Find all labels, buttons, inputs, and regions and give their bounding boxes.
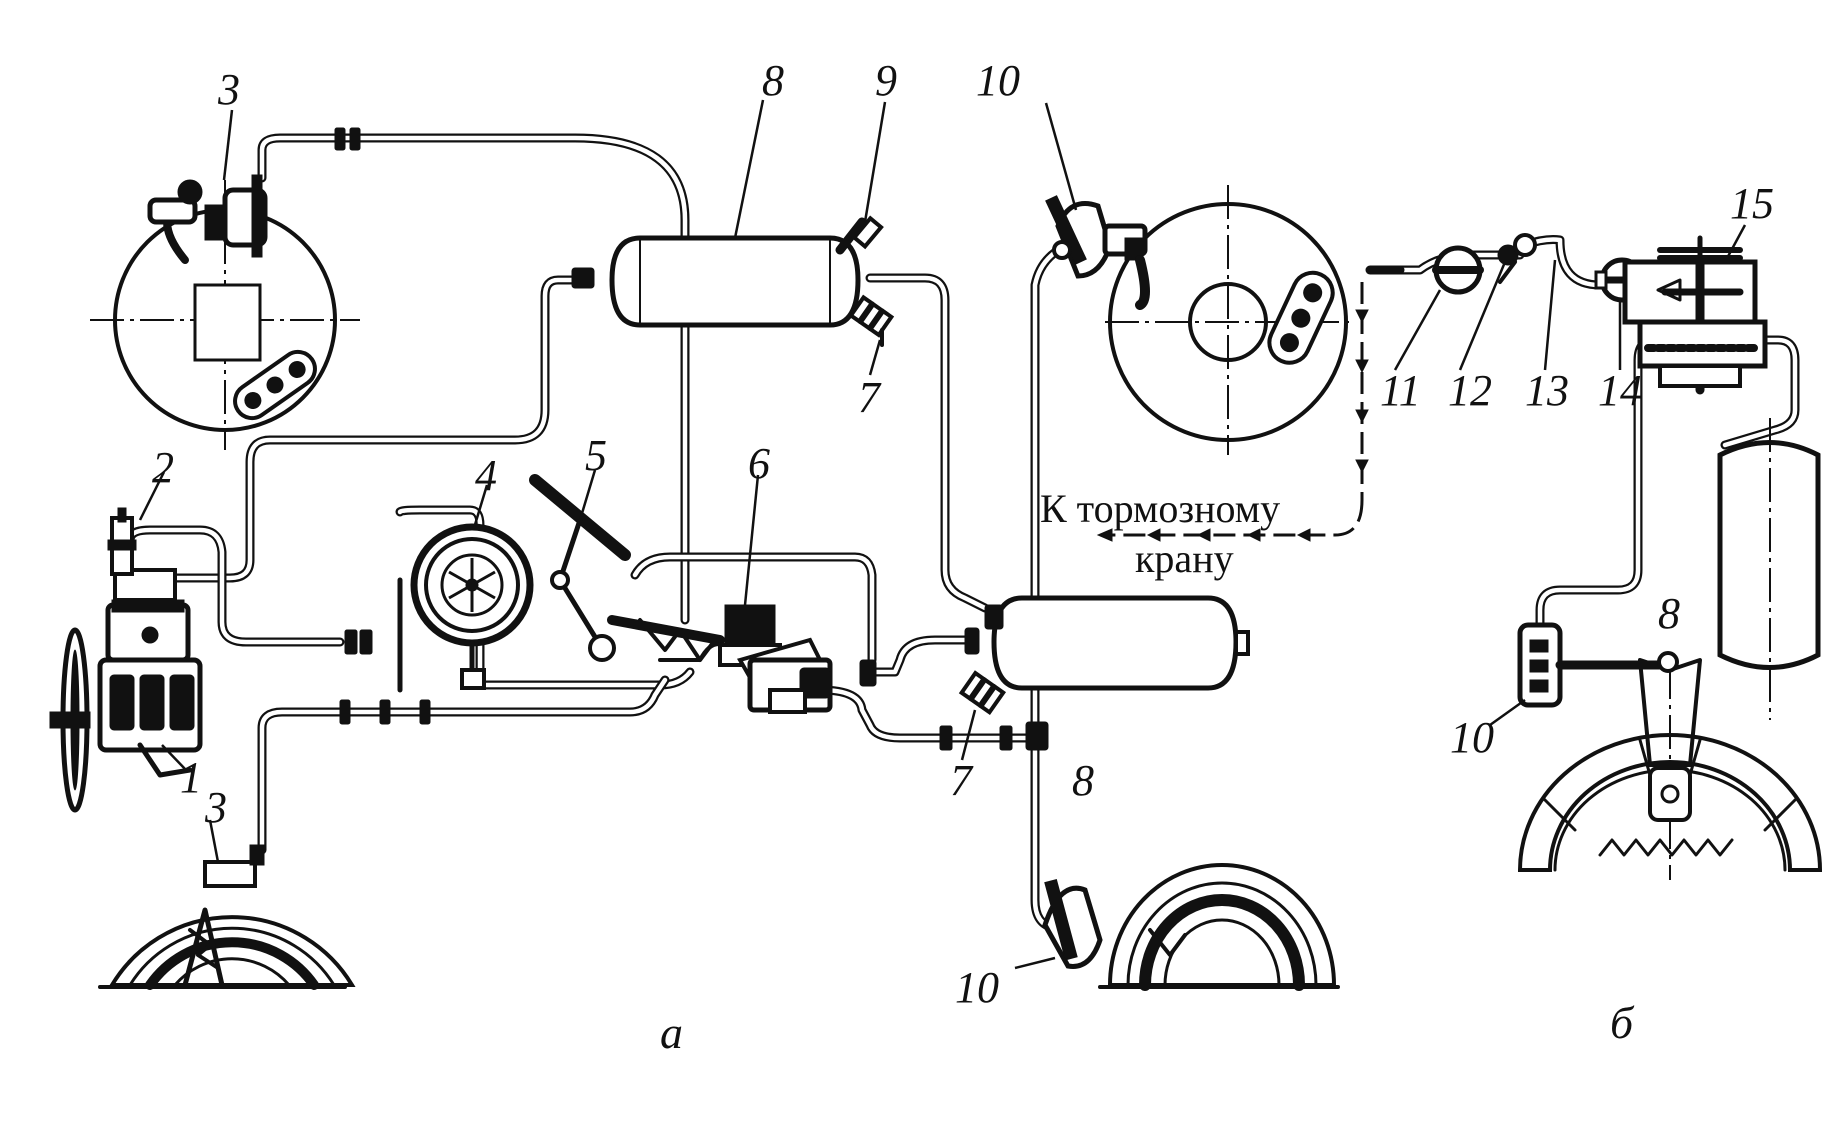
brake-valve bbox=[638, 604, 833, 714]
label-9: 9 bbox=[875, 56, 897, 105]
label-6: 6 bbox=[748, 439, 770, 488]
trailer-wheel-brake bbox=[1517, 658, 1823, 880]
callout-labels: 1 2 3 3 4 5 6 7 7 8 8 8 9 10 10 10 11 12… bbox=[152, 56, 1774, 1012]
label-1: 1 bbox=[180, 753, 202, 802]
disconnect-valve bbox=[1497, 233, 1537, 284]
subfigure-label-a: а bbox=[660, 1007, 683, 1058]
label-10-trailer: 10 bbox=[1450, 713, 1494, 762]
air-distributor bbox=[1622, 235, 1768, 395]
label-10-top: 10 bbox=[976, 56, 1020, 105]
caption-line-1: К тормозному bbox=[1040, 486, 1280, 531]
pipe-couplings bbox=[334, 127, 1049, 751]
rear-right-wheel-brake bbox=[1042, 863, 1340, 991]
pressure-regulator bbox=[107, 507, 137, 576]
label-3-bottom: 3 bbox=[204, 783, 227, 832]
label-7-upper: 7 bbox=[858, 373, 882, 422]
compressor bbox=[49, 568, 203, 813]
rear-left-wheel-brake bbox=[98, 844, 356, 990]
flow-arrows bbox=[1096, 282, 1369, 542]
leader-lines bbox=[138, 99, 1747, 970]
receiver-upper bbox=[609, 235, 861, 328]
caption-line-2: крану bbox=[1135, 536, 1234, 581]
label-11: 11 bbox=[1380, 366, 1421, 415]
pressure-gauge bbox=[397, 523, 534, 693]
trailer-coupling-head bbox=[1365, 245, 1484, 295]
drain-valve-middle bbox=[958, 670, 1007, 716]
front-left-wheel-brake bbox=[90, 174, 360, 450]
front-right-wheel-brake bbox=[1045, 185, 1350, 455]
label-13: 13 bbox=[1525, 366, 1569, 415]
label-8-middle: 8 bbox=[1072, 756, 1094, 805]
receiver-middle bbox=[984, 595, 1250, 691]
label-12: 12 bbox=[1448, 366, 1492, 415]
label-14: 14 bbox=[1598, 366, 1642, 415]
label-8-trailer: 8 bbox=[1658, 589, 1680, 638]
drain-valve-upper bbox=[848, 294, 895, 347]
label-7-lower: 7 bbox=[950, 756, 974, 805]
label-8-upper: 8 bbox=[762, 56, 784, 105]
trailer-brake-chamber bbox=[1517, 622, 1679, 708]
label-15: 15 bbox=[1730, 179, 1774, 228]
label-2: 2 bbox=[152, 443, 174, 492]
brake-pedal bbox=[529, 474, 725, 662]
receiver-trailer bbox=[1717, 418, 1821, 720]
label-5: 5 bbox=[585, 431, 607, 480]
label-10-bottom: 10 bbox=[955, 963, 999, 1012]
label-3-top: 3 bbox=[217, 65, 240, 114]
label-4: 4 bbox=[475, 451, 497, 500]
subfigure-label-b: б bbox=[1610, 997, 1635, 1048]
safety-valve bbox=[835, 215, 884, 255]
flow-caption: К тормозному крану bbox=[1040, 486, 1280, 581]
